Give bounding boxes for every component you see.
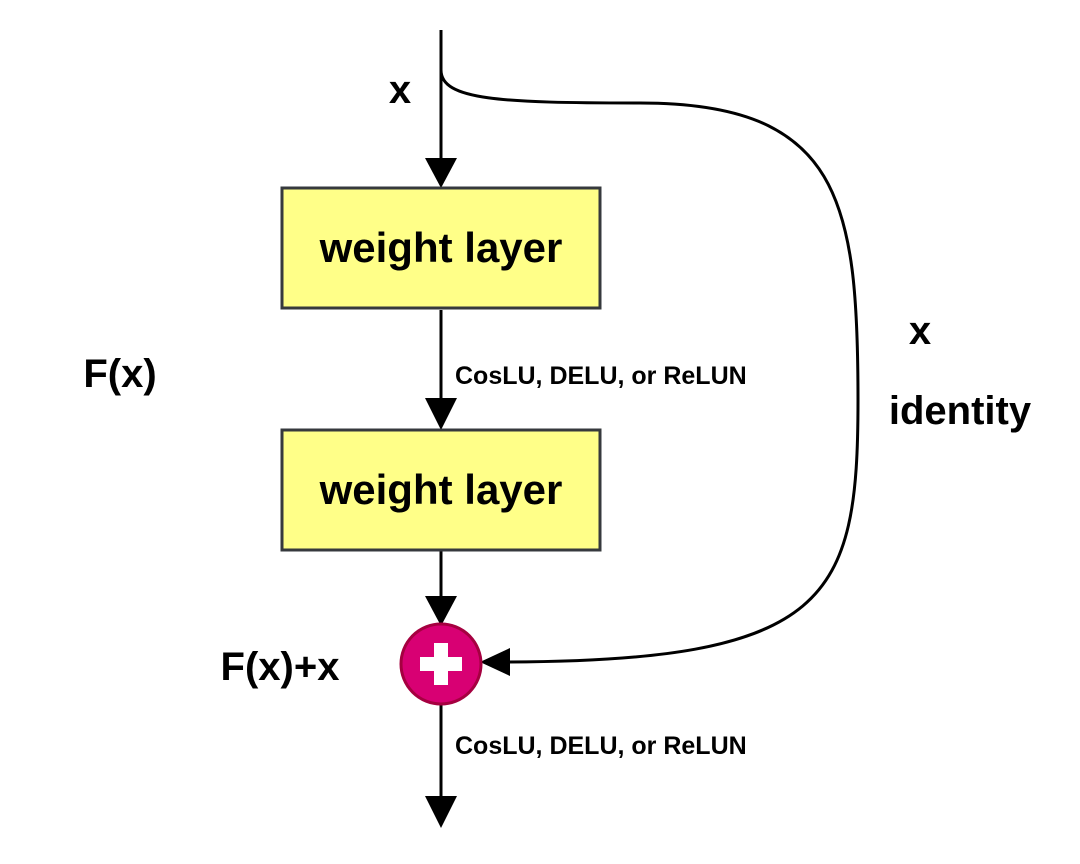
residual-label: F(x) (83, 352, 156, 396)
activation-label-2: CosLU, DELU, or ReLUN (455, 732, 747, 760)
output-arrowhead (425, 796, 457, 828)
weight-layer-label-1: weight layer (319, 224, 563, 271)
shortcut-identity-label: identity (889, 389, 1032, 433)
middle-arrowhead (425, 398, 457, 430)
plus-icon (420, 643, 462, 685)
to-adder-arrowhead (425, 596, 457, 626)
shortcut-x-label: x (909, 309, 931, 353)
input-label: x (389, 68, 411, 112)
weight-layer-box-2 (280, 428, 602, 552)
weight-layer-label-2: weight layer (319, 466, 563, 513)
identity-shortcut-edge (439, 69, 860, 664)
weight-layer-box-1 (280, 186, 602, 310)
activation-label-1: CosLU, DELU, or ReLUN (455, 362, 747, 390)
sum-label: F(x)+x (221, 645, 340, 689)
identity-arrowhead (480, 648, 510, 676)
input-arrowhead (425, 158, 457, 188)
